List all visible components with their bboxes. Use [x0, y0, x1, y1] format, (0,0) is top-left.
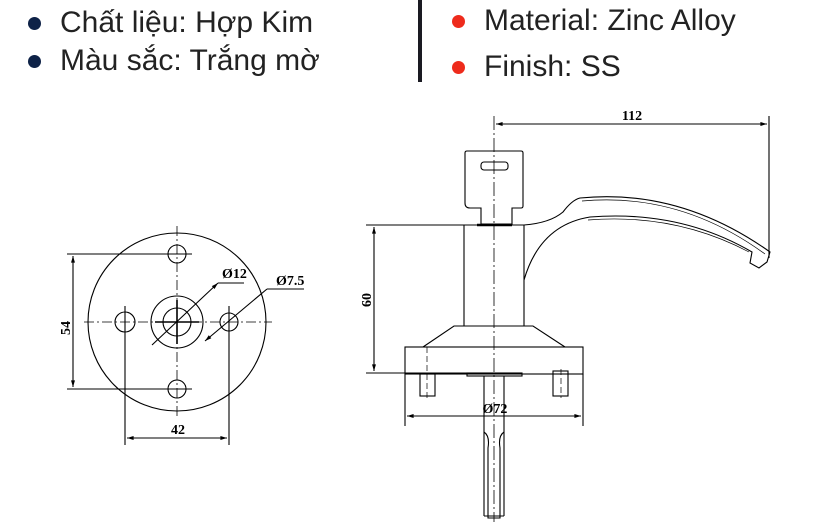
spec-item-material-en: Material: Zinc Alloy: [442, 0, 736, 44]
spec-label: Material: Zinc Alloy: [484, 4, 736, 37]
spec-item-finish-vi: Màu sắc: Trắng mờ: [18, 42, 320, 80]
dim-height-60: 60: [360, 293, 375, 307]
dim-mounting-hole: Ø7.5: [276, 274, 304, 289]
column-divider: [418, 0, 422, 82]
bullet-icon: [28, 17, 41, 30]
spec-label: Finish: SS: [484, 50, 621, 83]
bullet-icon: [452, 61, 465, 74]
spec-label: Màu sắc: Trắng mờ: [60, 44, 320, 77]
spec-label: Chất liệu: Hợp Kim: [60, 6, 314, 39]
dim-center-bore: Ø12: [222, 267, 247, 282]
bullet-icon: [28, 55, 41, 68]
dim-height-54: 54: [59, 321, 74, 335]
spec-item-finish-en: Finish: SS: [442, 44, 736, 90]
dim-base-diameter: Ø72: [483, 402, 508, 417]
spec-list-english: Material: Zinc Alloy Finish: SS: [442, 0, 736, 90]
base-plate-view: [67, 226, 304, 445]
side-view: [366, 116, 771, 522]
spec-item-material-vi: Chất liệu: Hợp Kim: [18, 4, 320, 42]
dim-width-42: 42: [171, 423, 185, 438]
bullet-icon: [452, 15, 465, 28]
dim-length-112: 112: [622, 109, 642, 124]
spec-list-vietnamese: Chất liệu: Hợp Kim Màu sắc: Trắng mờ: [18, 4, 320, 80]
